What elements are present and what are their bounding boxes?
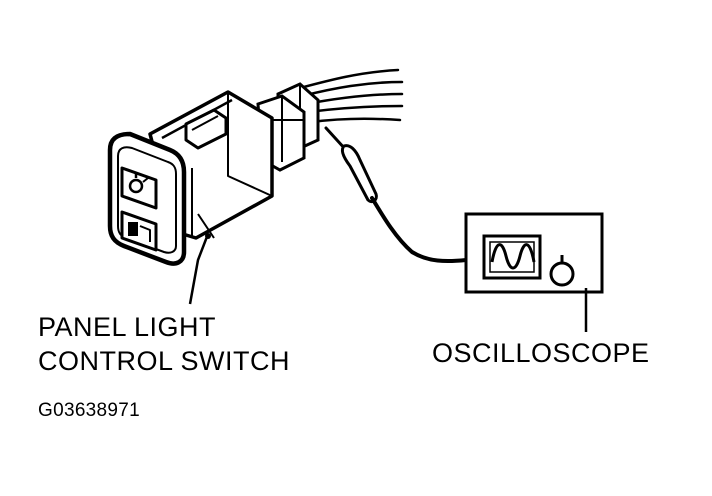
oscilloscope-label: OSCILLOSCOPE — [432, 338, 650, 368]
panel-light-control-switch — [107, 90, 274, 266]
switch-label-line-1: PANEL LIGHT — [38, 312, 217, 342]
leader-lines — [188, 233, 588, 332]
switch-label-line-2: CONTROL SWITCH — [38, 346, 290, 376]
scope-knob — [549, 261, 575, 287]
figure-code: G03638971 — [38, 400, 141, 421]
sine-wave-trace — [490, 243, 536, 270]
switch-leader-line — [188, 233, 210, 305]
oscilloscope — [464, 212, 604, 294]
scope-screen — [482, 234, 542, 280]
probe-lead — [324, 126, 468, 263]
